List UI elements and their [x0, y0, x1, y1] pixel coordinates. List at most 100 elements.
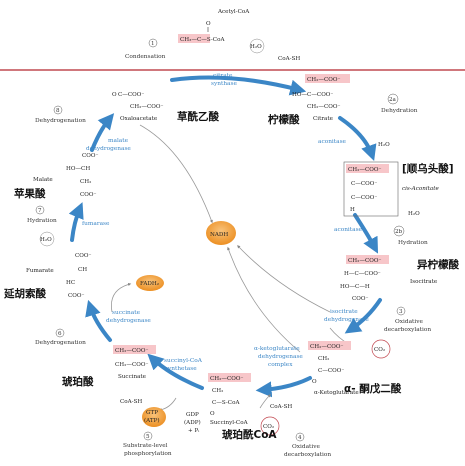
step-3-label-1: Oxidative: [395, 319, 424, 325]
step-7-label: Hydration: [27, 218, 57, 224]
citrate: CH₂—COO⁻ HO—C—COO⁻ CH₂—COO⁻ Citrate: [292, 74, 350, 122]
arrow-succinyl-succinate: [147, 353, 204, 390]
step-4-label-2: decarboxylation: [284, 452, 331, 458]
succinyl-coa-label: Succinyl-CoA: [210, 420, 249, 426]
text-structures-aconitate-l2: C—COO⁻: [351, 181, 377, 187]
gtp-badge: [142, 407, 166, 427]
cn-succinyl-coa: 琥珀酰CoA: [222, 428, 277, 441]
enzyme-citrate-synthase-2: synthase: [211, 81, 237, 87]
text-structures-akg-l4: O: [312, 379, 317, 385]
enzyme-citrate-synthase-1: citrate: [213, 73, 233, 79]
cn-malate: 苹果酸: [14, 187, 46, 200]
text-structures-acetyl-top: O: [206, 21, 211, 27]
enzyme-fumarase: fumarase: [82, 221, 110, 227]
coa-sh-4: CoA-SH: [270, 404, 292, 410]
enzyme-isocitrate-dh-2: dehydrogenase: [324, 317, 369, 323]
gdp-label: GDP: [186, 412, 199, 418]
step-5-number: 5: [146, 434, 150, 440]
isocitrate-label: Isocitrate: [410, 279, 438, 285]
text-structures-citrate-l2: HO—C—COO⁻: [292, 92, 333, 98]
text-structures-isocitrate-l4: COO⁻: [352, 296, 368, 302]
enzyme-aconitase-1: aconitase: [318, 139, 347, 145]
arrow-malate-oxaloacetate: [90, 113, 115, 152]
text-structures-akg-l1: CH₂—COO⁻: [310, 344, 343, 350]
text-structures-malate-l3: CH₂: [80, 179, 91, 185]
step-2a-label: Dehydration: [381, 108, 418, 114]
cn-cis-aconitate: [顺乌头酸]: [402, 162, 454, 175]
text-structures-citrate-l3: CH₂—COO⁻: [307, 104, 340, 110]
step-7-number: 7: [38, 208, 42, 214]
arrow-akg-succinyl: [255, 376, 312, 398]
text-structures-isocitrate-l2: H—C—COO⁻: [344, 271, 381, 277]
h2o-2a: H₂O: [378, 142, 390, 148]
enzyme-malate-dh-1: malate: [108, 138, 129, 144]
step-2a-number: 2a: [389, 97, 397, 103]
text-structures-aconitate-l3: C—COO⁻: [351, 195, 377, 201]
cycle-arrows: [68, 75, 382, 398]
step-6-label: Dehydrogenation: [35, 340, 86, 346]
text-structures-fumarate-l2: CH: [78, 267, 87, 273]
enzyme-aconitase-2: aconitase: [334, 227, 363, 233]
nadh-badge: [206, 221, 236, 245]
text-structures-malate-l4: COO⁻: [80, 192, 96, 198]
enzyme-isocitrate-dh-1: isocitrate: [330, 309, 358, 315]
enzyme-succinyl-coa-synthetase-2: synthetase: [165, 366, 197, 372]
fadh2-badge: [136, 275, 164, 291]
text-structures-akg-l3: C—COO⁻: [318, 368, 344, 374]
pi-label: + Pᵢ: [188, 428, 200, 434]
text-structures-oxaloacetate-l1: O: [112, 92, 117, 98]
succinate-label: Succinate: [118, 374, 147, 380]
coa-sh-1: CoA-SH: [278, 56, 300, 62]
text-structures-succinyl-l1: CH₂—COO⁻: [210, 376, 243, 382]
fumarate: COO⁻ CH HC COO⁻ Fumarate: [26, 253, 91, 299]
arrow-succinate-fumarate: [85, 299, 112, 342]
h2o-7: H₂O: [40, 237, 52, 243]
text-structures-citrate-l1: CH₂—COO⁻: [307, 77, 340, 83]
step-6-number: 6: [58, 331, 62, 337]
text-structures-isocitrate-l1: CH₂—COO⁻: [348, 258, 381, 264]
cn-citrate: 柠檬酸: [268, 113, 300, 126]
isocitrate: CH₂—COO⁻ H—C—COO⁻ HO—C—H COO⁻ Isocitrate: [340, 255, 438, 302]
oxaloacetate: O C—COO⁻ CH₂—COO⁻ Oxaloacetate: [112, 92, 163, 122]
citrate-label: Citrate: [313, 116, 334, 122]
alpha-ketoglutarate: CH₂—COO⁻ CH₂ C—COO⁻ O α-Ketoglutarate: [308, 341, 359, 396]
malate: COO⁻ HO—CH CH₂ COO⁻ Malate: [33, 153, 98, 198]
step-1-label: Condensation: [125, 54, 166, 60]
adp-label: (ADP): [184, 419, 201, 426]
step-4-label-1: Oxidative: [292, 444, 321, 450]
text-structures-akg-l2: CH₂: [318, 356, 329, 362]
step-2b-number: 2b: [395, 229, 403, 235]
arrow-citrate-aconitate: [338, 116, 377, 162]
text-structures-fumarate-l4: COO⁻: [68, 293, 84, 299]
cis-aconitate: CH₂—COO⁻ C—COO⁻ C—COO⁻ H cis-Aconitate: [343, 161, 439, 217]
text-structures-isocitrate-l3: HO—C—H: [340, 284, 370, 290]
step-4-number: 4: [298, 435, 302, 441]
acetyl-coa-label: Acetyl-CoA: [217, 9, 250, 15]
text-structures-aconitate-l1: CH₂—COO⁻: [348, 167, 381, 173]
text-structures-succinate-l1: CH₂—COO⁻: [115, 348, 148, 354]
co2-step4: CO₂: [263, 424, 274, 430]
text-structures-fumarate-l1: COO⁻: [75, 253, 91, 259]
succinate: CH₂—COO⁻ CH₂—COO⁻ Succinate: [113, 345, 156, 380]
text-structures-aconitate-l4: H: [350, 207, 355, 213]
cn-succinate: 琥珀酸: [62, 375, 94, 388]
succinyl-coa: CH₂—COO⁻ CH₂ C—S-CoA O Succinyl-CoA: [208, 373, 251, 426]
akg-label: α-Ketoglutarate: [314, 390, 359, 396]
text-structures-succinate-l2: CH₂—COO⁻: [115, 362, 148, 368]
step-5-label-1: Substrate-level: [123, 443, 168, 449]
step-3-label-2: decarboxylation: [384, 327, 431, 333]
h2o-1: H₂O: [250, 44, 262, 50]
enzyme-malate-dh-2: dehydrogenase: [86, 146, 131, 152]
malate-label: Malate: [33, 177, 53, 183]
text-structures-oxaloacetate-l2: C—COO⁻: [118, 92, 144, 98]
fumarate-label: Fumarate: [26, 268, 54, 274]
step-2b-label: Hydration: [398, 240, 428, 246]
text-structures-oxaloacetate-l3: CH₂—COO⁻: [130, 104, 163, 110]
enzyme-akg-dh-2: dehydrogenase: [258, 354, 303, 360]
text-structures-succinyl-l3: C—S-CoA: [212, 400, 240, 406]
text-cofactors-gtp: GTP: [146, 410, 158, 416]
text-structures-succinyl-l2: CH₂: [212, 388, 223, 394]
h2o-2b: H₂O: [408, 211, 420, 217]
step-1-number: 1: [151, 41, 155, 47]
acetyl-coa: Acetyl-CoA O CH₃—C—S-CoA: [178, 9, 250, 43]
